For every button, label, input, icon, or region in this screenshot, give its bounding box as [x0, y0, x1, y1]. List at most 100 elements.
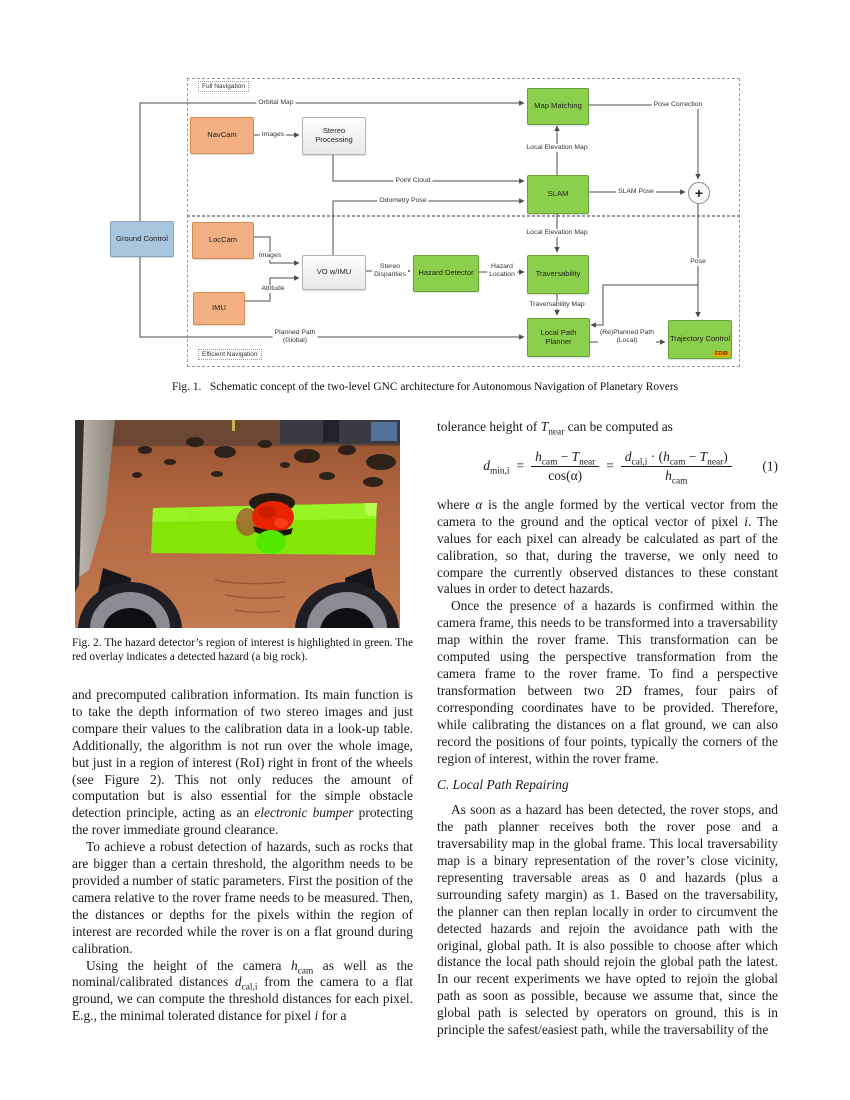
minus-sign: −	[688, 448, 697, 464]
text-run: where	[437, 496, 476, 512]
label-local-elevation-map-top: Local Elevation Map	[524, 143, 590, 153]
box-hazard-detector: Hazard Detector	[413, 255, 479, 292]
label-line: (Re)Planned Path	[599, 328, 655, 336]
math-var: d	[234, 974, 242, 990]
math-var: h	[665, 468, 672, 484]
math-var: α	[475, 496, 483, 512]
math-var: T	[571, 448, 580, 464]
edge-planned-path	[139, 255, 525, 340]
equals-sign: =	[516, 458, 525, 474]
label-replanned-path: (Re)Planned Path (Local)	[597, 328, 657, 346]
label-hazard-location: Hazard Location	[487, 262, 517, 280]
efficient-navigation-label: Efficient Navigation	[198, 349, 262, 360]
label-line: Stereo	[379, 262, 401, 270]
section-heading: C. Local Path Repairing	[437, 777, 569, 793]
equation-1: dmin,i = hcam − Tnear cos(α) = dcal,i · …	[437, 444, 778, 490]
label-slam-pose: SLAM Pose	[616, 187, 656, 197]
math-var: T	[699, 448, 708, 464]
math-sub: cam	[297, 966, 314, 977]
figure2-caption: Fig. 2. The hazard detector’s region of …	[72, 637, 413, 663]
figure2-photo	[75, 420, 400, 628]
edge-point-cloud	[332, 153, 525, 184]
box-loccam: LocCam	[192, 222, 254, 259]
box-traversability: Traversability	[527, 255, 589, 294]
label-pose-correction: Pose Correction	[651, 100, 705, 110]
paragraph: where α is the angle formed by the verti…	[437, 497, 778, 598]
label-line: Disparities	[374, 271, 406, 278]
text-run: can be computed as	[564, 419, 673, 434]
equation-number: (1)	[762, 458, 778, 474]
text-run: Using the height of the camera	[86, 957, 291, 973]
numerator: dcal,i · (hcam − Tnear)	[620, 448, 732, 468]
math-sub: cal,i	[241, 983, 258, 994]
text-run: protecting the rover immediate ground cl…	[72, 805, 413, 838]
paragraph: As soon as a hazard has been detected, t…	[437, 802, 778, 1038]
box-stereo-processing: Stereo Processing	[302, 117, 366, 155]
box-imu: IMU	[193, 292, 245, 325]
numerator: hcam − Tnear	[531, 448, 600, 468]
math-var: i	[744, 513, 749, 529]
equation-lhs: dmin,i	[483, 458, 510, 478]
rover-wheel-left	[78, 568, 182, 628]
box-navcam: NavCam	[190, 117, 254, 154]
text-run: . The values for each pixel can already …	[437, 513, 778, 597]
left-column: and precomputed calibration information.…	[72, 687, 413, 1025]
fraction: hcam − Tnear cos(α)	[531, 448, 600, 486]
box-vo-imu: VO w/IMU	[302, 255, 366, 290]
math-var: i	[314, 1008, 319, 1024]
full-navigation-region	[187, 78, 740, 217]
math-var: h	[535, 448, 542, 464]
text-run: from the camera to a flat ground, we can…	[72, 974, 414, 1024]
edge-pose-to-planner	[590, 284, 698, 328]
math-var: h	[663, 448, 670, 464]
minus-sign: −	[560, 448, 569, 464]
label-line: Planned Path	[274, 328, 316, 336]
equals-sign: =	[606, 458, 614, 474]
denominator: cos(α)	[548, 468, 583, 484]
paragraph: To achieve a robust detection of hazards…	[72, 839, 414, 956]
math-sub: near	[579, 457, 596, 468]
soil-marks	[214, 579, 286, 614]
label-pose: Pose	[688, 257, 708, 267]
paragraph: and precomputed calibration information.…	[72, 687, 413, 839]
emphasis-text: electronic bumper	[254, 805, 354, 821]
math-sub: cam	[541, 457, 558, 468]
math-sub: min,i	[489, 467, 510, 478]
label-attitude: Attitude	[259, 284, 287, 294]
label-line: Location	[489, 271, 515, 278]
hazard-overlay-red	[252, 501, 294, 533]
label-line: (Local)	[616, 337, 638, 344]
box-map-matching: Map Matching	[527, 88, 589, 125]
sum-junction: +	[688, 182, 710, 204]
math-sub: cam	[669, 457, 686, 468]
math-var: h	[290, 957, 298, 973]
edge-images-loc	[252, 236, 300, 266]
text-run: tolerance height of	[437, 419, 541, 434]
full-navigation-label: Full Navigation	[198, 81, 249, 92]
edge-pose-correction	[587, 104, 701, 180]
box-slam: SLAM	[527, 175, 589, 214]
paragraph: Once the presence of a hazards is confir…	[437, 598, 778, 766]
label-local-elevation-map-mid: Local Elevation Map	[524, 228, 590, 238]
math-sub: near	[707, 457, 724, 468]
figure1-caption: Fig. 1. Schematic concept of the two-lev…	[171, 381, 679, 393]
text-run: is the angle formed by the vertical vect…	[437, 496, 778, 529]
hazard-rock	[236, 493, 295, 554]
label-traversability-map: Traversability Map	[527, 300, 587, 310]
box-local-path-planner: Local Path Planner	[527, 318, 590, 357]
edge-orbital-map	[139, 100, 525, 221]
text-run: for a	[318, 1008, 347, 1024]
math-var: d	[624, 448, 632, 464]
math-sub: cam	[671, 477, 688, 488]
math-var: T	[540, 419, 549, 434]
box-trajectory-control: Trajectory Control FDIR	[668, 320, 732, 359]
math-var: d	[483, 458, 490, 474]
figure1-gnc-diagram: Full Navigation Efficient Navigation	[110, 75, 746, 367]
trajectory-control-label: Trajectory Control	[669, 334, 731, 344]
operator: · (	[650, 448, 664, 464]
text-run: as well as the nominal/calibrated distan…	[72, 957, 413, 990]
label-orbital-map: Orbital Map	[256, 98, 296, 108]
rock-base-green	[256, 530, 286, 554]
math-sub: near	[548, 427, 565, 438]
